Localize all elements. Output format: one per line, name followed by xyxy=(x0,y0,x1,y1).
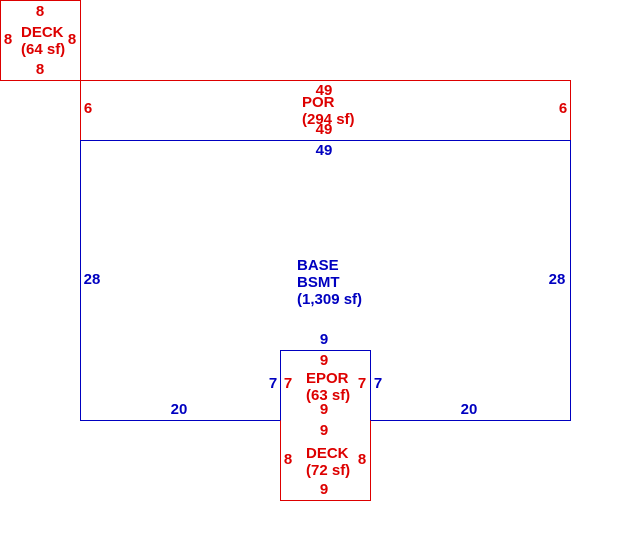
epor-name: EPOR xyxy=(306,370,349,387)
base-dim-left: 28 xyxy=(84,271,101,288)
base-sub: BSMT xyxy=(297,274,340,291)
base-name: BASE xyxy=(297,257,339,274)
epor-area-label: (63 sf) xyxy=(306,387,350,404)
deck-bottom-outline xyxy=(280,420,371,501)
epor-dim-left: 7 xyxy=(284,375,292,392)
deck-top-dim-top: 8 xyxy=(36,3,44,20)
base-dim-right: 28 xyxy=(549,271,566,288)
epor-dim-bottom: 9 xyxy=(320,401,328,418)
base-area-label: (1,309 sf) xyxy=(297,291,362,308)
deck-bottom-dim-left: 8 xyxy=(284,451,292,468)
por-dim-left: 6 xyxy=(84,100,92,117)
por-dim-top: 49 xyxy=(316,82,333,99)
deck-top-outline xyxy=(0,0,81,81)
base-dim-notch-right: 7 xyxy=(374,375,382,392)
deck-bottom-name: DECK xyxy=(306,445,349,462)
base-dim-bottom-left: 20 xyxy=(171,401,188,418)
deck-bottom-area-label: (72 sf) xyxy=(306,462,350,479)
por-name: POR xyxy=(302,94,335,111)
deck-bottom-dim-bottom: 9 xyxy=(320,481,328,498)
por-dim-right: 6 xyxy=(559,100,567,117)
base-dim-notch-left: 7 xyxy=(269,375,277,392)
deck-top-area: 8 8 8 8 DECK (64 sf) xyxy=(0,0,81,81)
deck-bottom-dim-right: 8 xyxy=(358,451,366,468)
base-dim-bottom-right: 20 xyxy=(461,401,478,418)
deck-top-dim-right: 8 xyxy=(68,31,76,48)
epor-area: 9 9 7 7 EPOR (63 sf) xyxy=(284,352,366,418)
deck-top-name: DECK xyxy=(21,24,64,41)
deck-top-dim-left: 8 xyxy=(4,31,12,48)
por-area: 49 49 6 6 POR (294 sf) xyxy=(80,80,571,141)
deck-top-area-label: (64 sf) xyxy=(21,41,65,58)
base-dim-top: 49 xyxy=(316,142,333,159)
base-dim-notch-top: 9 xyxy=(320,331,328,348)
por-area-label: (294 sf) xyxy=(302,111,355,128)
deck-bottom-dim-top: 9 xyxy=(320,422,328,439)
base-area: 49 28 28 20 20 9 7 7 BASE BSMT (1,309 sf… xyxy=(80,140,571,421)
deck-bottom-area: 9 9 8 8 DECK (72 sf) xyxy=(280,420,371,501)
por-dim-bottom: 49 xyxy=(316,121,333,138)
base-outline xyxy=(80,140,571,421)
epor-dim-top: 9 xyxy=(320,352,328,369)
epor-dim-right: 7 xyxy=(358,375,366,392)
deck-top-dim-bottom: 8 xyxy=(36,61,44,78)
